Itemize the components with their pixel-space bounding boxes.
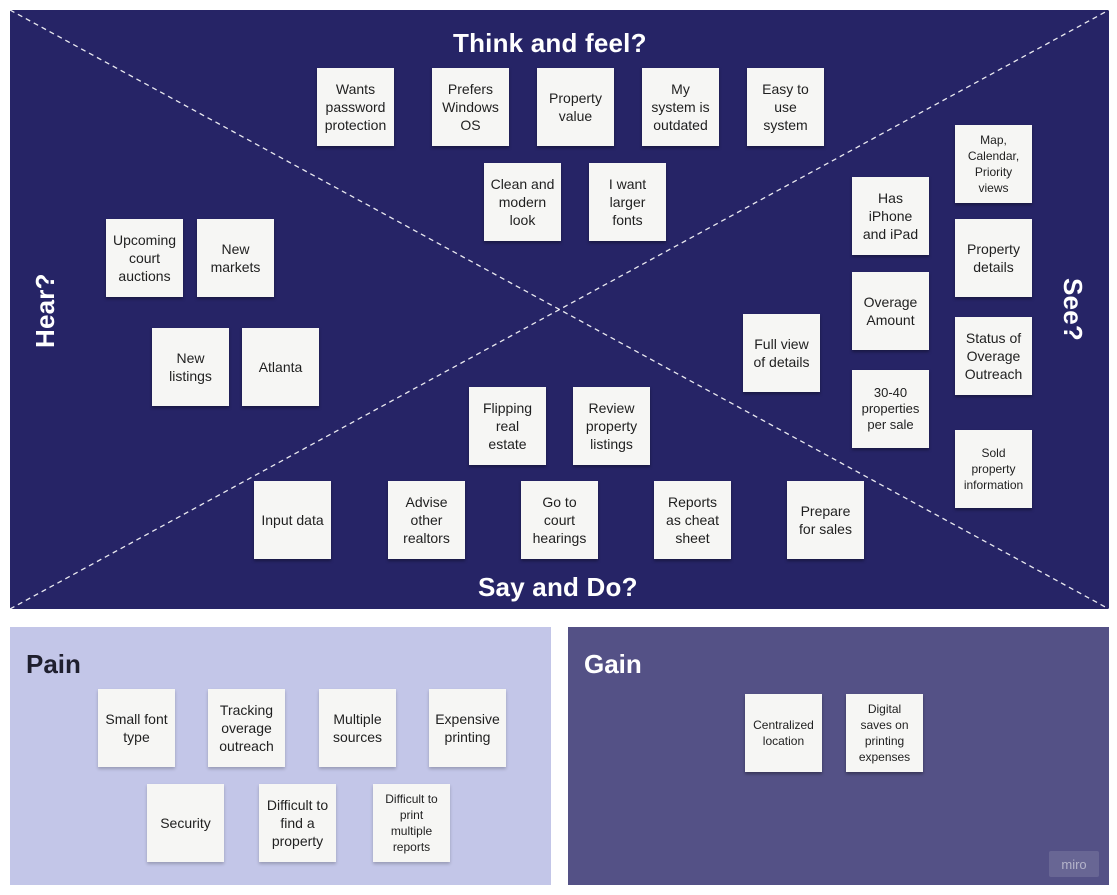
sticky-note[interactable]: 30-40 properties per sale xyxy=(852,370,929,448)
see-title: See? xyxy=(1058,278,1088,341)
sticky-note[interactable]: Digital saves on printing expenses xyxy=(846,694,923,772)
pain-title: Pain xyxy=(26,649,81,679)
sticky-note[interactable]: Expensive printing xyxy=(429,689,506,767)
gain-title: Gain xyxy=(584,649,642,679)
sticky-note[interactable]: Centralized location xyxy=(745,694,822,772)
sticky-note[interactable]: Flipping real estate xyxy=(469,387,546,465)
sticky-note[interactable]: Difficult to print multiple reports xyxy=(373,784,450,862)
sticky-note[interactable]: Atlanta xyxy=(242,328,319,406)
sticky-note[interactable]: Go to court hearings xyxy=(521,481,598,559)
empathy-map-board: Think and feel? Hear? See? Say and Do? W… xyxy=(10,10,1109,609)
sticky-note[interactable]: Has iPhone and iPad xyxy=(852,177,929,255)
sticky-note[interactable]: Tracking overage outreach xyxy=(208,689,285,767)
sticky-note[interactable]: Clean and modern look xyxy=(484,163,561,241)
think-feel-title: Think and feel? xyxy=(453,28,647,58)
sticky-note[interactable]: Review property listings xyxy=(573,387,650,465)
sticky-note[interactable]: Wants password protection xyxy=(317,68,394,146)
pain-panel: Pain Small font type Tracking overage ou… xyxy=(10,627,551,885)
sticky-note[interactable]: Security xyxy=(147,784,224,862)
sticky-note[interactable]: Upcoming court auctions xyxy=(106,219,183,297)
sticky-note[interactable]: Reports as cheat sheet xyxy=(654,481,731,559)
gain-panel: Gain Centralized location Digital saves … xyxy=(568,627,1109,885)
quadrant-diagonals xyxy=(10,10,1109,609)
miro-watermark: miro xyxy=(1049,851,1099,877)
sticky-note[interactable]: Advise other realtors xyxy=(388,481,465,559)
sticky-note[interactable]: Property value xyxy=(537,68,614,146)
sticky-note[interactable]: Small font type xyxy=(98,689,175,767)
sticky-note[interactable]: Difficult to find a property xyxy=(259,784,336,862)
sticky-note[interactable]: Easy to use system xyxy=(747,68,824,146)
sticky-note[interactable]: My system is outdated xyxy=(642,68,719,146)
sticky-note[interactable]: Status of Overage Outreach xyxy=(955,317,1032,395)
sticky-note[interactable]: Prefers Windows OS xyxy=(432,68,509,146)
say-do-title: Say and Do? xyxy=(478,572,638,602)
sticky-note[interactable]: Sold property information xyxy=(955,430,1032,508)
sticky-note[interactable]: Overage Amount xyxy=(852,272,929,350)
sticky-note[interactable]: Map, Calendar, Priority views xyxy=(955,125,1032,203)
sticky-note[interactable]: Property details xyxy=(955,219,1032,297)
sticky-note[interactable]: New markets xyxy=(197,219,274,297)
sticky-note[interactable]: I want larger fonts xyxy=(589,163,666,241)
sticky-note[interactable]: Input data xyxy=(254,481,331,559)
sticky-note[interactable]: Multiple sources xyxy=(319,689,396,767)
sticky-note[interactable]: Full view of details xyxy=(743,314,820,392)
sticky-note[interactable]: New listings xyxy=(152,328,229,406)
hear-title: Hear? xyxy=(30,273,60,348)
sticky-note[interactable]: Prepare for sales xyxy=(787,481,864,559)
